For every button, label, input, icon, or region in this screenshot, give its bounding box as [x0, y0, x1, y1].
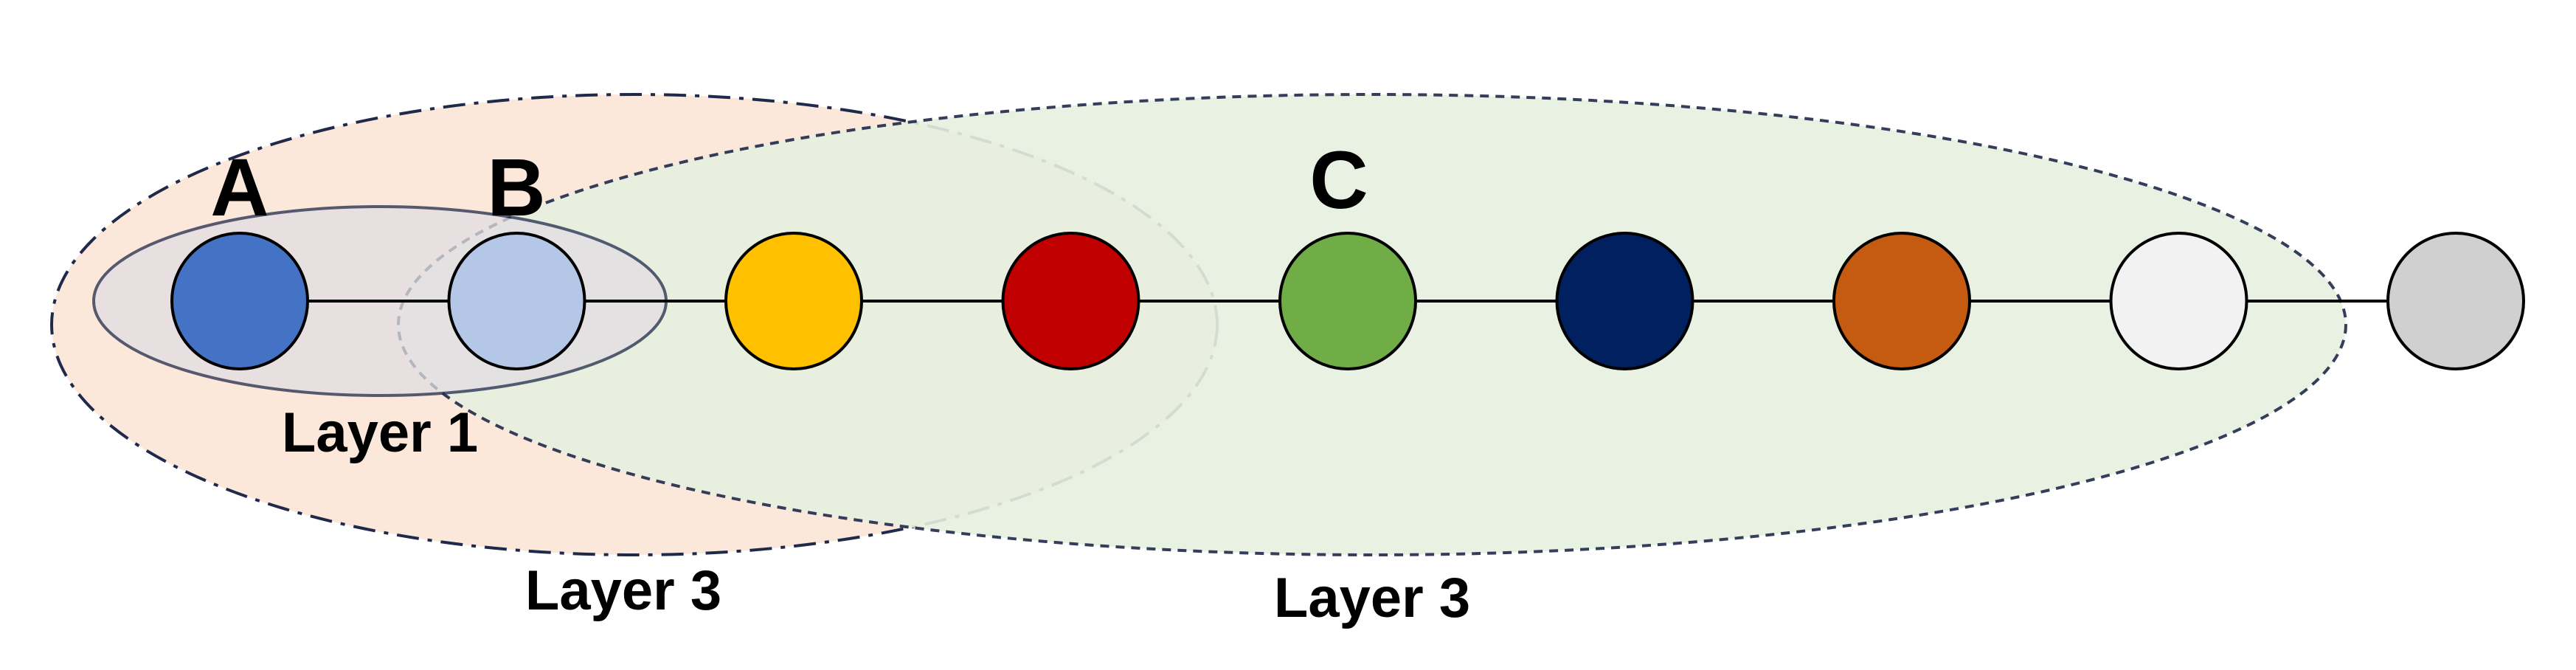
layer1-label: Layer 1	[282, 401, 478, 464]
node-5	[1278, 232, 1417, 370]
node-4	[1001, 232, 1140, 370]
node-9	[2386, 232, 2525, 370]
layer3-right-label: Layer 3	[1274, 567, 1470, 629]
nodes-group	[170, 232, 2525, 370]
node-2	[447, 232, 586, 370]
node-label-c: C	[1309, 135, 1368, 226]
node-label-b: B	[487, 142, 545, 233]
layer3-left-label: Layer 3	[525, 559, 721, 622]
node-6	[1555, 232, 1694, 370]
node-8	[2109, 232, 2248, 370]
node-7	[1832, 232, 1971, 370]
node-3	[724, 232, 863, 370]
node-label-a: A	[210, 142, 269, 233]
node-1	[170, 232, 309, 370]
